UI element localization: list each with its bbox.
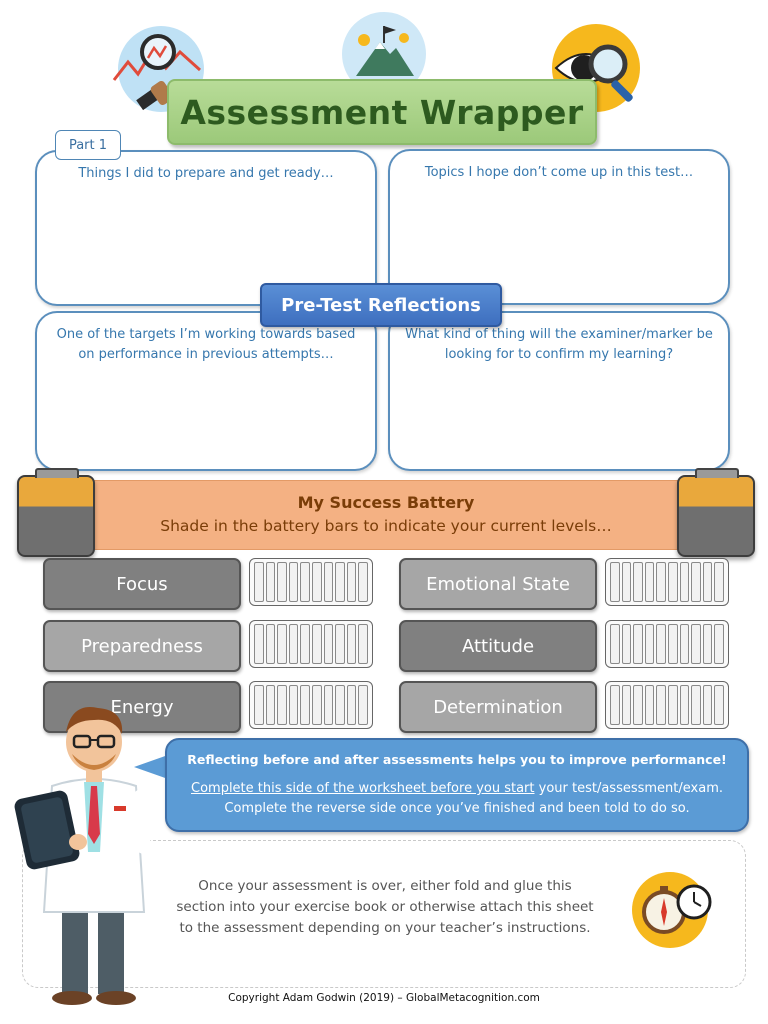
battery-left-icon — [17, 468, 95, 557]
callout-tail — [134, 755, 168, 779]
level-label-determination: Determination — [399, 681, 597, 733]
pre-test-banner: Pre-Test Reflections — [260, 283, 502, 327]
level-label-attitude: Attitude — [399, 620, 597, 672]
title-banner: Assessment Wrapper — [167, 79, 597, 145]
battery-bars-focus[interactable] — [249, 558, 373, 606]
part-label: Part 1 — [55, 130, 121, 160]
reflection-prompt: Topics I hope don’t come up in this test… — [424, 165, 694, 180]
callout-reverse-note: Complete the reverse side once you’ve fi… — [224, 801, 690, 816]
battery-bars-preparedness[interactable] — [249, 620, 373, 668]
battery-bars-attitude[interactable] — [605, 620, 729, 668]
callout-underlined: Complete this side of the worksheet befo… — [191, 781, 535, 796]
fold-glue-zone — [22, 840, 746, 988]
battery-bars-determination[interactable] — [605, 681, 729, 729]
stopwatch-compass-icon — [632, 872, 712, 948]
reflection-prompt: Things I did to prepare and get ready… — [78, 166, 334, 181]
reflection-box-topics[interactable]: Topics I hope don’t come up in this test… — [388, 149, 730, 305]
info-callout: Reflecting before and after assessments … — [165, 738, 749, 832]
copyright-footer: Copyright Adam Godwin (2019) – GlobalMet… — [228, 992, 540, 1004]
page-title: Assessment Wrapper — [180, 92, 584, 132]
battery-bars-energy[interactable] — [249, 681, 373, 729]
level-label-preparedness: Preparedness — [43, 620, 241, 672]
fold-instructions: Once your assessment is over, either fol… — [176, 878, 594, 936]
teacher-character-icon — [14, 702, 174, 1008]
reflection-box-examiner[interactable]: What kind of thing will the examiner/mar… — [388, 311, 730, 471]
callout-headline: Reflecting before and after assessments … — [187, 752, 727, 767]
battery-subtitle: Shade in the battery bars to indicate yo… — [160, 517, 612, 535]
battery-right-icon — [677, 468, 755, 557]
level-label-focus: Focus — [43, 558, 241, 610]
callout-instruction: Complete this side of the worksheet befo… — [167, 781, 747, 796]
growth-chart-magnifier-icon — [112, 26, 204, 112]
reflection-prompt: One of the targets I’m working towards b… — [56, 327, 356, 362]
battery-bars-emotional-state[interactable] — [605, 558, 729, 606]
reflection-prompt: What kind of thing will the examiner/mar… — [405, 327, 713, 362]
success-battery-band: My Success Battery Shade in the battery … — [88, 480, 684, 550]
reflection-box-preparation[interactable]: Things I did to prepare and get ready… — [35, 150, 377, 306]
level-label-emotional-state: Emotional State — [399, 558, 597, 610]
battery-title: My Success Battery — [297, 493, 475, 512]
callout-instruction-rest: your test/assessment/exam. — [534, 781, 723, 796]
reflection-box-targets[interactable]: One of the targets I’m working towards b… — [35, 311, 377, 471]
